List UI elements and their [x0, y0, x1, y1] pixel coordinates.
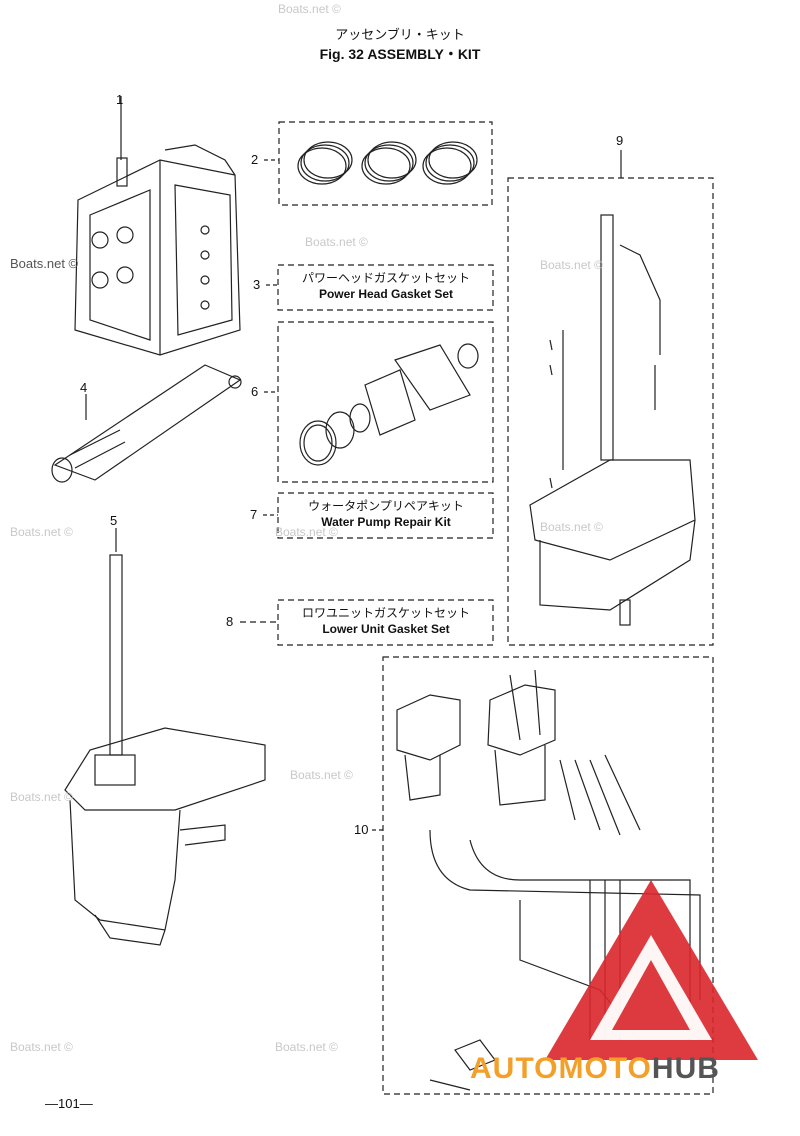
gearcase-kit: [507, 150, 714, 646]
callout-7: 7: [250, 507, 258, 522]
water-pump-kit-label: Water Pump Repair Kit: [321, 515, 451, 529]
drive-shaft-housing: [51, 364, 242, 483]
callout-2: 2: [251, 152, 259, 167]
callout-8: 8: [226, 614, 234, 629]
callout-1: 1: [116, 92, 124, 107]
watermark: Boats.net ©: [290, 768, 353, 782]
water-pump-parts: [264, 321, 494, 483]
page-title: Fig. 32 ASSEMBLY・KIT: [319, 46, 481, 62]
automotohub-logo-icon: [545, 880, 758, 1060]
page-number: —101—: [45, 1096, 93, 1111]
lower-unit-gasket-label: Lower Unit Gasket Set: [322, 622, 450, 636]
watermark: Boats.net ©: [540, 258, 603, 272]
callout-4: 4: [80, 380, 88, 395]
watermark: Boats.net ©: [275, 525, 338, 539]
piston-rings: [264, 121, 493, 206]
callout-5: 5: [110, 513, 118, 528]
power-head-gasket-label-jp: パワーヘッドガスケットセット: [301, 271, 470, 285]
power-head-gasket-label: Power Head Gasket Set: [318, 287, 454, 301]
lower-unit-gasket-label-jp: ロワユニットガスケットセット: [301, 606, 470, 620]
lower-unit: [64, 528, 266, 946]
water-pump-kit-label-jp: ウォータポンプリペアキット: [308, 499, 464, 513]
brand-part-2: HUB: [651, 1052, 720, 1085]
callout-3: 3: [253, 277, 261, 292]
watermark: Boats.net ©: [540, 520, 603, 534]
power-head-block: [74, 96, 241, 356]
watermark: Boats.net ©: [275, 1040, 338, 1054]
watermark: Boats.net ©: [10, 525, 73, 539]
page-title-jp: アッセンブリ・キット: [335, 28, 465, 43]
watermark: Boats.net ©: [278, 2, 341, 16]
callout-9: 9: [616, 133, 624, 148]
brand-part-1: AUTOMOTO: [470, 1052, 652, 1085]
brand-wordmark: AUTOMOTOHUB: [470, 1052, 720, 1086]
watermark: Boats.net ©: [305, 235, 368, 249]
callout-10: 10: [354, 822, 369, 837]
watermark: Boats.net ©: [10, 256, 79, 271]
watermark: Boats.net ©: [10, 790, 73, 804]
watermark: Boats.net ©: [10, 1040, 73, 1054]
callout-6: 6: [251, 384, 259, 399]
